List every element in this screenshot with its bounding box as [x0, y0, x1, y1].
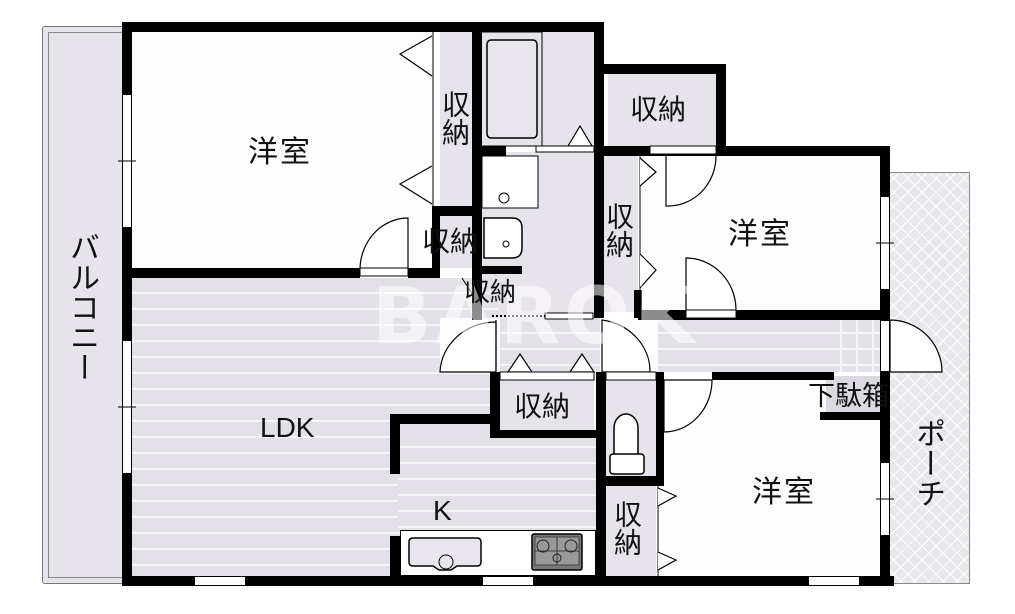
hallway-floor: [498, 318, 828, 372]
western-room-2-label: 洋室: [728, 217, 792, 252]
western-room-3-label: 洋室: [752, 475, 816, 510]
wall-closet-right: [716, 64, 726, 154]
closet-small-left-floor: [440, 216, 473, 268]
shoe-box-label: 下駄箱: [808, 381, 889, 412]
closet-hall-floor: [500, 380, 594, 432]
closet-room1-floor: [440, 32, 473, 208]
wall-room1-closet: [472, 22, 482, 318]
balcony-inner: [48, 32, 126, 578]
ldk-label: LDK: [260, 412, 315, 443]
wall-kitchen-top: [390, 414, 500, 424]
closet-room2-floor: [604, 152, 638, 312]
wall-room3-top: [712, 372, 834, 380]
porch-label: ポーチ: [910, 418, 945, 508]
wall-wash-bottom: [472, 312, 482, 320]
wall-right-bath: [594, 22, 604, 318]
wall-toilet-bottom: [596, 476, 664, 486]
closet-room2-label: 収納: [602, 202, 635, 258]
closet-top-right-label: 収納: [630, 93, 687, 126]
shoe-box-area: [826, 376, 882, 416]
ldk-floor-ext: [398, 432, 598, 532]
closet-room1-label: 収納: [438, 90, 471, 146]
closet-small-left-label: 収納: [422, 225, 479, 258]
wall-closet-room1-bottom: [432, 206, 482, 216]
wall-top: [122, 22, 604, 32]
wall-room1-bottom-2: [408, 268, 434, 278]
wall-kitchen-left-low: [390, 536, 400, 580]
closet-room3-floor: [604, 486, 656, 576]
entrance-floor: [826, 318, 882, 372]
wall-room2-bottom: [638, 310, 890, 320]
closet-hall-label: 収納: [514, 390, 571, 423]
closet-room3-label: 収納: [610, 500, 643, 556]
wall-room1-bottom: [122, 268, 360, 278]
wall-small-closet-left: [432, 206, 440, 278]
wall-toilet-right: [656, 372, 664, 482]
wall-closet-top: [594, 64, 724, 74]
wall-left: [122, 22, 132, 586]
kitchen-label: K: [433, 495, 452, 526]
porch-area: [888, 172, 970, 584]
wall-shoe-box: [820, 412, 890, 420]
watermark: BAROK: [372, 272, 699, 362]
wall-hall-closet-bottom: [490, 430, 604, 438]
wall-room2-left-stub: [634, 290, 642, 318]
wall-bath-bottom-left: [472, 146, 506, 156]
wall-wash-shelf: [472, 266, 522, 274]
window-ldk-bottom: [194, 576, 246, 586]
window-kitchen-bottom: [482, 576, 534, 586]
wall-kitchen-left: [390, 414, 400, 474]
wall-hall-closet-left: [490, 372, 500, 438]
western-room-1-label: 洋室: [248, 135, 312, 170]
wall-room2-top: [594, 146, 890, 156]
balcony-label: バルコニー: [64, 232, 99, 382]
closet-top-right-floor: [608, 72, 718, 146]
window-room3-bottom: [808, 576, 860, 586]
closet-washroom-label: 収納: [464, 278, 517, 308]
